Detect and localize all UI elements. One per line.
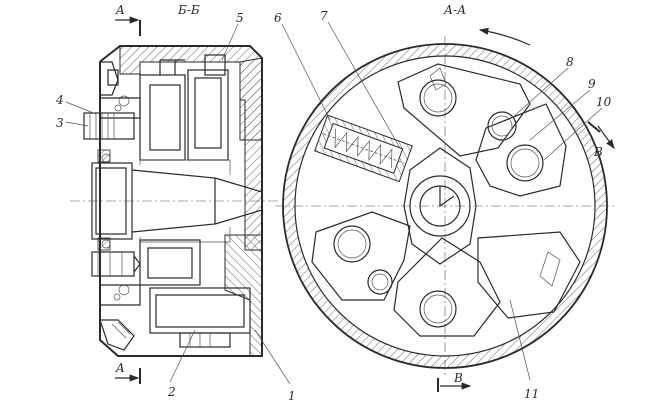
leader-1 <box>254 329 291 385</box>
upper-oring <box>118 95 130 107</box>
leader-11 <box>509 299 531 381</box>
lower-spring-inner <box>147 247 193 279</box>
pawl-tip-top <box>429 67 447 91</box>
hub-outer <box>409 175 471 237</box>
roller-bottom <box>419 290 457 328</box>
rotation-arrow <box>478 27 531 46</box>
segment-lower-right <box>477 231 581 319</box>
label-7: 7 <box>320 9 328 23</box>
segment-top <box>397 63 531 157</box>
stud-item-3 <box>83 112 135 140</box>
label-6: 6 <box>274 11 282 25</box>
label-5: 5 <box>236 11 244 25</box>
segment-bottom <box>393 237 501 337</box>
housing-wall-right <box>239 57 263 251</box>
labels: A A Б-Б А-А B B 1 2 3 4 5 6 7 8 9 10 11 <box>55 3 612 403</box>
spring-cartridge <box>314 114 413 183</box>
cam-hub <box>403 147 477 265</box>
upper-spring-inner <box>194 77 222 149</box>
label-3: 3 <box>56 116 64 130</box>
hub-keyway <box>439 186 455 208</box>
segment-left <box>311 211 411 301</box>
upper-seal <box>100 61 119 96</box>
lower-pawl-base <box>179 332 231 348</box>
lower-fitting <box>99 319 135 351</box>
upper-spring-block <box>187 69 229 161</box>
upper-pawl-inner <box>149 84 181 151</box>
label-4: 4 <box>55 93 64 107</box>
roller-9 <box>487 111 517 141</box>
section-view-bb <box>65 16 291 385</box>
leader-7 <box>327 21 401 149</box>
leader-2 <box>169 329 196 383</box>
roller-left <box>333 225 371 263</box>
label-section-a-top: A <box>115 3 125 17</box>
roller-top <box>419 79 457 117</box>
label-2: 2 <box>167 385 176 399</box>
lower-oring-small <box>113 293 121 301</box>
lower-spring-block <box>139 239 201 286</box>
section-view-aa <box>275 21 615 392</box>
label-11: 11 <box>524 387 539 401</box>
seal-housing-bottom <box>97 237 111 251</box>
leader-8 <box>511 67 569 119</box>
lower-pawl-inner <box>155 294 245 328</box>
lower-bushing <box>100 284 141 306</box>
label-10: 10 <box>596 95 612 109</box>
section-b-arrow-right <box>597 125 615 149</box>
label-section-b-right: B <box>593 145 603 159</box>
stud-thread <box>89 113 115 139</box>
lower-bolt-thread <box>97 252 123 276</box>
segment-right <box>475 103 567 197</box>
leader-9 <box>529 89 591 141</box>
lower-base-ribs <box>189 333 211 347</box>
roller-10 <box>506 144 544 182</box>
lower-bolt-tip <box>133 255 141 273</box>
pawl-tip-lower-right <box>539 251 561 287</box>
upper-bushing <box>100 97 141 119</box>
section-b-mark-right <box>587 121 601 133</box>
label-8: 8 <box>566 55 574 69</box>
roller-left-small <box>367 269 393 295</box>
lower-bolt <box>91 251 135 277</box>
leader-4 <box>65 101 97 115</box>
label-section-a-bottom: A <box>115 361 125 375</box>
shaft-taper <box>214 177 263 225</box>
upper-guide <box>159 59 185 75</box>
lower-oring <box>118 284 130 296</box>
upper-oring-small <box>114 104 122 112</box>
leader-6 <box>281 23 331 121</box>
leader-10 <box>543 107 603 161</box>
lower-fitting-detail <box>111 321 131 339</box>
label-view-bb: Б-Б <box>177 3 200 17</box>
leader-5 <box>221 23 239 61</box>
upper-seal-lip <box>107 69 119 86</box>
seal-housing-top <box>97 149 111 163</box>
upper-pawl-block <box>139 74 186 161</box>
label-9: 9 <box>588 77 596 91</box>
label-view-aa: А-А <box>443 3 466 17</box>
leader-3 <box>65 121 89 127</box>
label-1: 1 <box>288 389 296 403</box>
label-section-b-bottom: B <box>453 371 463 385</box>
upper-cap <box>204 54 226 76</box>
shaft-collar-top <box>139 159 231 175</box>
